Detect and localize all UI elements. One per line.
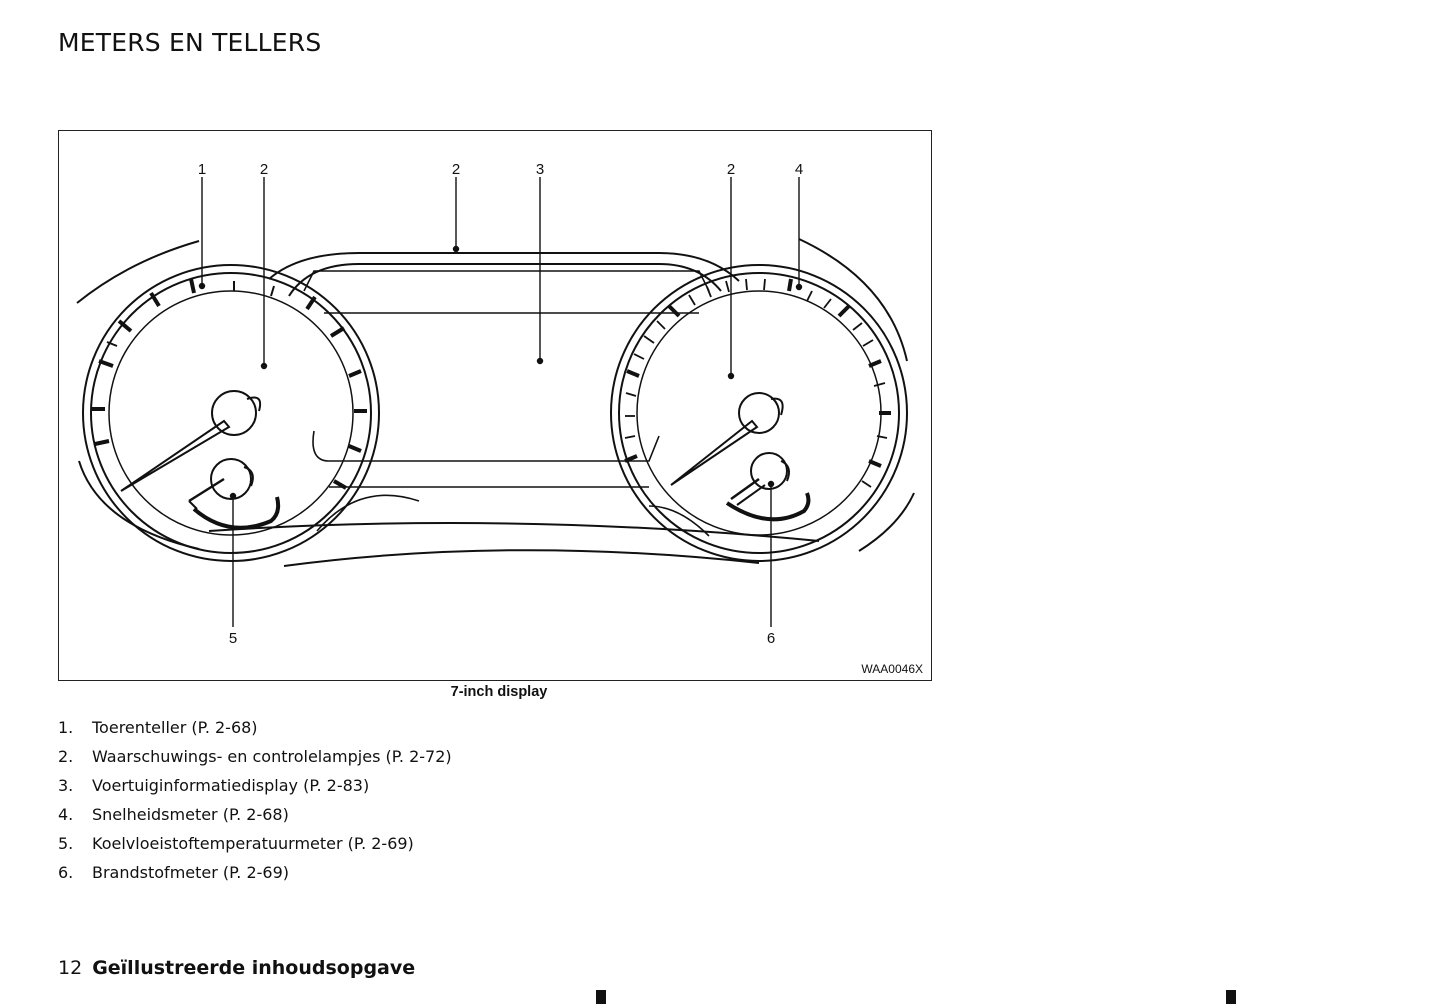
page-number: 12 [58, 957, 83, 979]
instrument-cluster-figure: 1 2 2 3 2 4 5 6 WAA0046X [58, 130, 932, 681]
list-item-text: Brandstofmeter (P. 2-69) [92, 863, 290, 882]
callout-6: 6 [767, 630, 775, 647]
tachometer-gauge [82, 264, 380, 562]
list-item: 5. Koelvloeistoftemperatuurmeter (P. 2-69… [58, 829, 452, 858]
crop-mark [596, 990, 606, 1004]
list-item-text: Koelvloeistoftemperatuurmeter (P. 2-69) [92, 834, 414, 853]
callout-2: 2 [260, 161, 268, 178]
chapter-title: Geïllustreerde inhoudsopgave [92, 957, 416, 979]
page-footer: 12 Geïllustreerde inhoudsopgave [58, 957, 415, 979]
figure-code: WAA0046X [861, 662, 923, 676]
page-title: METERS EN TELLERS [58, 28, 322, 57]
list-item-text: Snelheidsmeter (P. 2-68) [92, 805, 289, 824]
list-item-number: 2. [58, 747, 74, 766]
list-item: 1. Toerenteller (P. 2-68) [58, 713, 452, 742]
list-item-number: 1. [58, 718, 74, 737]
list-item-number: 4. [58, 805, 74, 824]
callout-4: 4 [795, 161, 803, 178]
list-item-number: 6. [58, 863, 74, 882]
list-item-number: 5. [58, 834, 74, 853]
list-item-text: Toerenteller (P. 2-68) [92, 718, 258, 737]
list-item-text: Waarschuwings- en controlelampjes (P. 2-… [92, 747, 452, 766]
callout-2: 2 [452, 161, 460, 178]
callout-5: 5 [229, 630, 237, 647]
figure-caption: 7-inch display [450, 684, 548, 700]
list-item: 4. Snelheidsmeter (P. 2-68) [58, 800, 452, 829]
legend-list: 1. Toerenteller (P. 2-68) 2. Waarschuwings… [58, 713, 452, 887]
callout-3: 3 [536, 161, 544, 178]
instrument-cluster-illustration: 1 2 2 3 2 4 5 6 [76, 161, 915, 647]
callout-1: 1 [198, 161, 206, 178]
list-item-text: Voertuiginformatiedisplay (P. 2-83) [92, 776, 370, 795]
list-item: 6. Brandstofmeter (P. 2-69) [58, 858, 452, 887]
list-item-number: 3. [58, 776, 74, 795]
callout-2: 2 [727, 161, 735, 178]
list-item: 2. Waarschuwings- en controlelampjes (P. … [58, 742, 452, 771]
speedometer-gauge [610, 264, 908, 562]
crop-mark [1226, 990, 1236, 1004]
list-item: 3. Voertuiginformatiedisplay (P. 2-83) [58, 771, 452, 800]
